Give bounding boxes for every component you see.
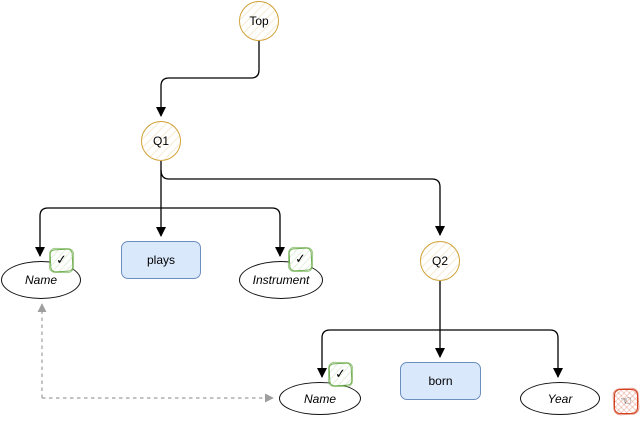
node-plays[interactable]: plays — [121, 241, 201, 279]
node-top[interactable]: Top — [239, 1, 279, 41]
checkbox-badge-name-bottom[interactable]: ✓ — [328, 362, 353, 387]
edge-q2-year[interactable] — [440, 329, 563, 378]
hand-icon: ☜ — [620, 394, 632, 409]
checkmark-icon: ✓ — [294, 251, 307, 268]
edge-q2-name[interactable] — [317, 329, 440, 378]
node-born[interactable]: born — [400, 362, 481, 400]
edge-q1-instrument[interactable] — [161, 207, 285, 257]
red-hand-stamp-icon[interactable]: ☜ — [614, 389, 638, 414]
node-label: Name — [303, 391, 336, 406]
node-label: Year — [547, 391, 573, 406]
node-q2[interactable]: Q2 — [420, 241, 460, 281]
checkmark-icon: ✓ — [334, 366, 347, 383]
node-year[interactable]: Year — [520, 382, 600, 415]
node-label: Q1 — [152, 134, 169, 148]
node-name-bottom[interactable]: Name — [279, 382, 361, 415]
node-q1[interactable]: Q1 — [141, 121, 181, 161]
checkmark-icon: ✓ — [55, 252, 68, 269]
node-label: Name — [24, 273, 57, 287]
node-label: Instrument — [252, 273, 310, 287]
node-label: Q2 — [431, 254, 448, 268]
node-label: Top — [249, 14, 269, 28]
edge-q1-q2[interactable] — [160, 169, 445, 236]
checkbox-badge-instrument[interactable]: ✓ — [288, 247, 313, 272]
edge-q1-name[interactable] — [35, 207, 161, 257]
checkbox-badge-name-left[interactable]: ✓ — [49, 248, 74, 273]
edge-top-q1[interactable] — [156, 41, 260, 117]
node-label: born — [428, 374, 453, 388]
node-label: plays — [146, 253, 175, 267]
